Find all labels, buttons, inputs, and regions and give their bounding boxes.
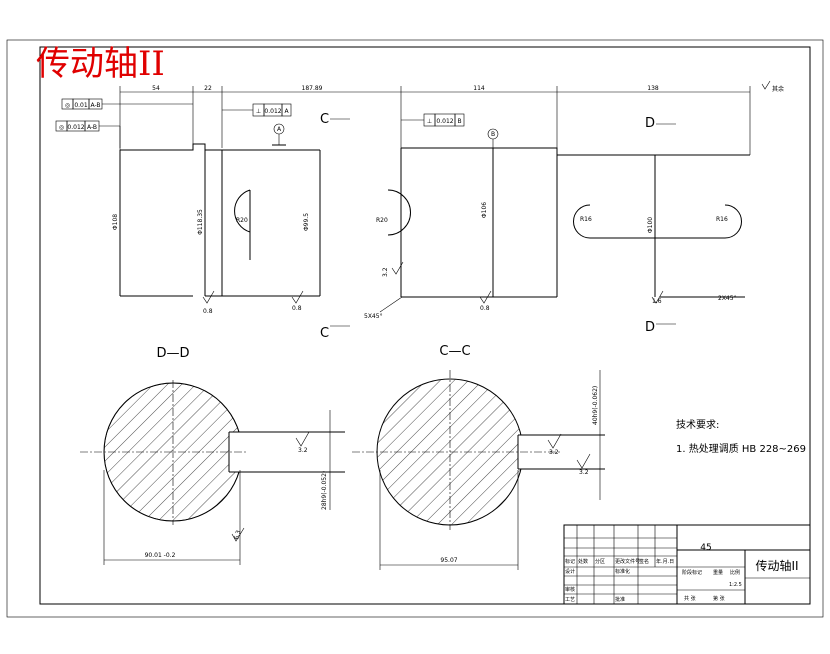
datum-a: A	[272, 123, 286, 146]
roughness-symbol-3: 0.8	[479, 290, 492, 312]
chamfer-2x45: 2X45°	[718, 295, 737, 302]
svg-text:处数: 处数	[578, 558, 588, 565]
tolerance-frame-1: ◎ 0.01 A-B	[61, 98, 193, 110]
title-block: 标记 处数 分区 更改文件号 签名 年.月.日 设计 审核 工艺 标准化 批准 …	[563, 524, 811, 605]
tolerance-frame-3: ⊥ 0.012 A	[222, 103, 292, 117]
roughness-symbol-7: 6.3	[231, 527, 245, 542]
datum-b: B	[486, 128, 500, 149]
dia-dim-108: Φ108	[112, 214, 119, 230]
svg-text:设计: 设计	[565, 568, 575, 575]
length-dim-54: 54	[152, 85, 160, 92]
roughness-symbol-9: 3.2	[576, 453, 591, 476]
radius-r20-left: R20	[236, 217, 248, 224]
radius-r20-right: R20	[376, 217, 388, 224]
svg-text:◎: ◎	[59, 124, 64, 131]
section-dd: D—D 28h9(-0.052) 90.01 -0.2 3.2 6.3	[80, 346, 345, 565]
roughness-symbol-6: 3.2	[295, 431, 310, 454]
svg-text:比例: 比例	[730, 569, 740, 576]
dia-dim-106: Φ106	[481, 202, 488, 218]
section-mark-c-top: C	[320, 112, 329, 127]
svg-text:0.01: 0.01	[74, 102, 88, 109]
svg-text:⊥: ⊥	[256, 108, 261, 115]
section-cc: C—C 40h9(-0.062) 95.07 3.2 3.2	[352, 344, 605, 570]
tech-req-item-1: 1. 热处理调质 HB 228~269	[676, 442, 806, 455]
chamfer-5x45: 5X45°	[364, 313, 383, 320]
svg-text:重量: 重量	[713, 569, 723, 576]
svg-text:0.8: 0.8	[292, 305, 302, 312]
tech-req-heading: 技术要求:	[676, 418, 719, 431]
section-dd-key-dim: 28h9(-0.052)	[321, 471, 328, 510]
section-cc-key-dim: 40h9(-0.062)	[592, 386, 599, 425]
svg-text:A: A	[284, 108, 289, 115]
length-dim-22: 22	[204, 85, 212, 92]
svg-text:A-B: A-B	[90, 102, 100, 109]
radius-r16-left: R16	[580, 216, 592, 223]
section-mark-d-top: D	[645, 116, 655, 131]
drawing-title: 传动轴II	[36, 44, 165, 84]
svg-text:3.2: 3.2	[298, 447, 308, 454]
svg-text:3.2: 3.2	[549, 449, 559, 456]
length-dim-114: 114	[473, 85, 485, 92]
length-dim-138: 138	[647, 85, 659, 92]
shaft-view: 54 22 187.89 114 138 Φ108 Φ118.35 Φ99.5 …	[55, 80, 784, 341]
svg-text:A: A	[277, 126, 282, 133]
svg-text:签名: 签名	[639, 558, 649, 565]
svg-text:分区: 分区	[595, 558, 605, 565]
svg-text:6.3: 6.3	[233, 529, 242, 540]
section-cc-label: C—C	[439, 344, 470, 359]
outer-border	[6, 39, 824, 618]
roughness-symbol-4: 1.6	[651, 290, 664, 305]
svg-text:更改文件号: 更改文件号	[615, 558, 640, 565]
tolerance-frame-4: ⊥ 0.012 B	[401, 113, 465, 127]
tolerance-frame-2: ◎ 0.012 A-B	[55, 120, 121, 148]
section-dd-width-dim: 90.01 -0.2	[145, 552, 176, 559]
svg-text:◎: ◎	[65, 102, 70, 109]
roughness-symbol-2: 0.8	[291, 290, 304, 312]
svg-text:B: B	[457, 118, 461, 125]
svg-text:标准化: 标准化	[615, 568, 630, 575]
length-dim-187: 187.89	[302, 85, 323, 92]
svg-text:年.月.日: 年.月.日	[656, 558, 674, 565]
roughness-symbol-5: 3.2	[382, 261, 404, 277]
dia-dim-118: Φ118.35	[197, 209, 204, 235]
radius-r16-right: R16	[716, 216, 728, 223]
section-mark-d-bottom: D	[645, 320, 655, 335]
dia-dim-100: Φ100	[647, 217, 654, 233]
title-block-scale: 1:2.5	[729, 582, 742, 588]
svg-text:标记: 标记	[565, 558, 575, 565]
dia-dim-99: Φ99.5	[303, 213, 310, 231]
roughness-others: 其余	[761, 80, 784, 93]
svg-text:共 张: 共 张	[684, 595, 696, 602]
svg-text:A-B: A-B	[87, 124, 97, 131]
section-cc-width-dim: 95.07	[440, 557, 457, 564]
inner-frame	[39, 46, 811, 605]
svg-text:0.012: 0.012	[436, 118, 453, 125]
svg-text:0.8: 0.8	[203, 308, 213, 315]
svg-text:1.6: 1.6	[652, 298, 662, 305]
svg-text:批准: 批准	[615, 596, 625, 603]
svg-text:B: B	[491, 131, 495, 138]
svg-text:阶段标记: 阶段标记	[682, 569, 702, 576]
section-dd-label: D—D	[156, 346, 189, 361]
svg-text:0.012: 0.012	[264, 108, 281, 115]
svg-text:工艺: 工艺	[565, 597, 575, 603]
svg-text:0.8: 0.8	[480, 305, 490, 312]
svg-text:⊥: ⊥	[427, 118, 432, 125]
svg-text:第 张: 第 张	[713, 595, 725, 602]
svg-text:0.012: 0.012	[67, 124, 84, 131]
svg-text:审核: 审核	[565, 586, 575, 593]
svg-text:3.2: 3.2	[382, 267, 389, 277]
title-block-material: 45	[700, 543, 711, 553]
svg-text:其余: 其余	[772, 85, 784, 93]
roughness-symbol-1: 0.8	[202, 290, 215, 315]
roughness-symbol-8: 3.2	[547, 433, 562, 456]
title-block-part-name: 传动轴II	[755, 558, 798, 573]
svg-text:3.2: 3.2	[579, 469, 589, 476]
section-mark-c-bottom: C	[320, 326, 329, 341]
